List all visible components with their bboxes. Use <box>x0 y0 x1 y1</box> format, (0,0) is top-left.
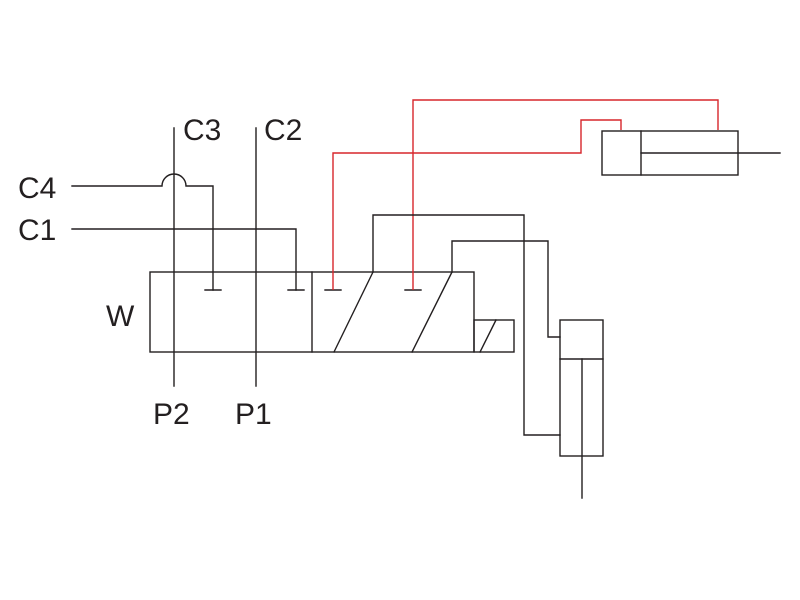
pilot-line-left <box>332 119 622 290</box>
port-label-p2: P2 <box>153 398 190 431</box>
flow-arrow-right <box>411 271 453 353</box>
pilot-line-right <box>412 99 719 290</box>
port-label-c1: C1 <box>18 214 56 247</box>
supply-line-outer <box>372 214 561 436</box>
port-label-c2: C2 <box>264 114 302 147</box>
line-c4 <box>71 173 214 291</box>
vertical-cylinder <box>559 319 604 499</box>
horizontal-cylinder <box>601 130 781 176</box>
port-label-c3: C3 <box>183 114 221 147</box>
flow-arrow-left <box>333 271 374 353</box>
line-c1 <box>71 228 297 291</box>
directional-valve <box>149 271 475 353</box>
valve-actuator <box>473 319 515 353</box>
port-label-p1: P1 <box>235 398 272 431</box>
supply-line-inner <box>451 240 561 338</box>
valve-label-w: W <box>106 300 135 333</box>
port-label-c4: C4 <box>18 172 56 205</box>
